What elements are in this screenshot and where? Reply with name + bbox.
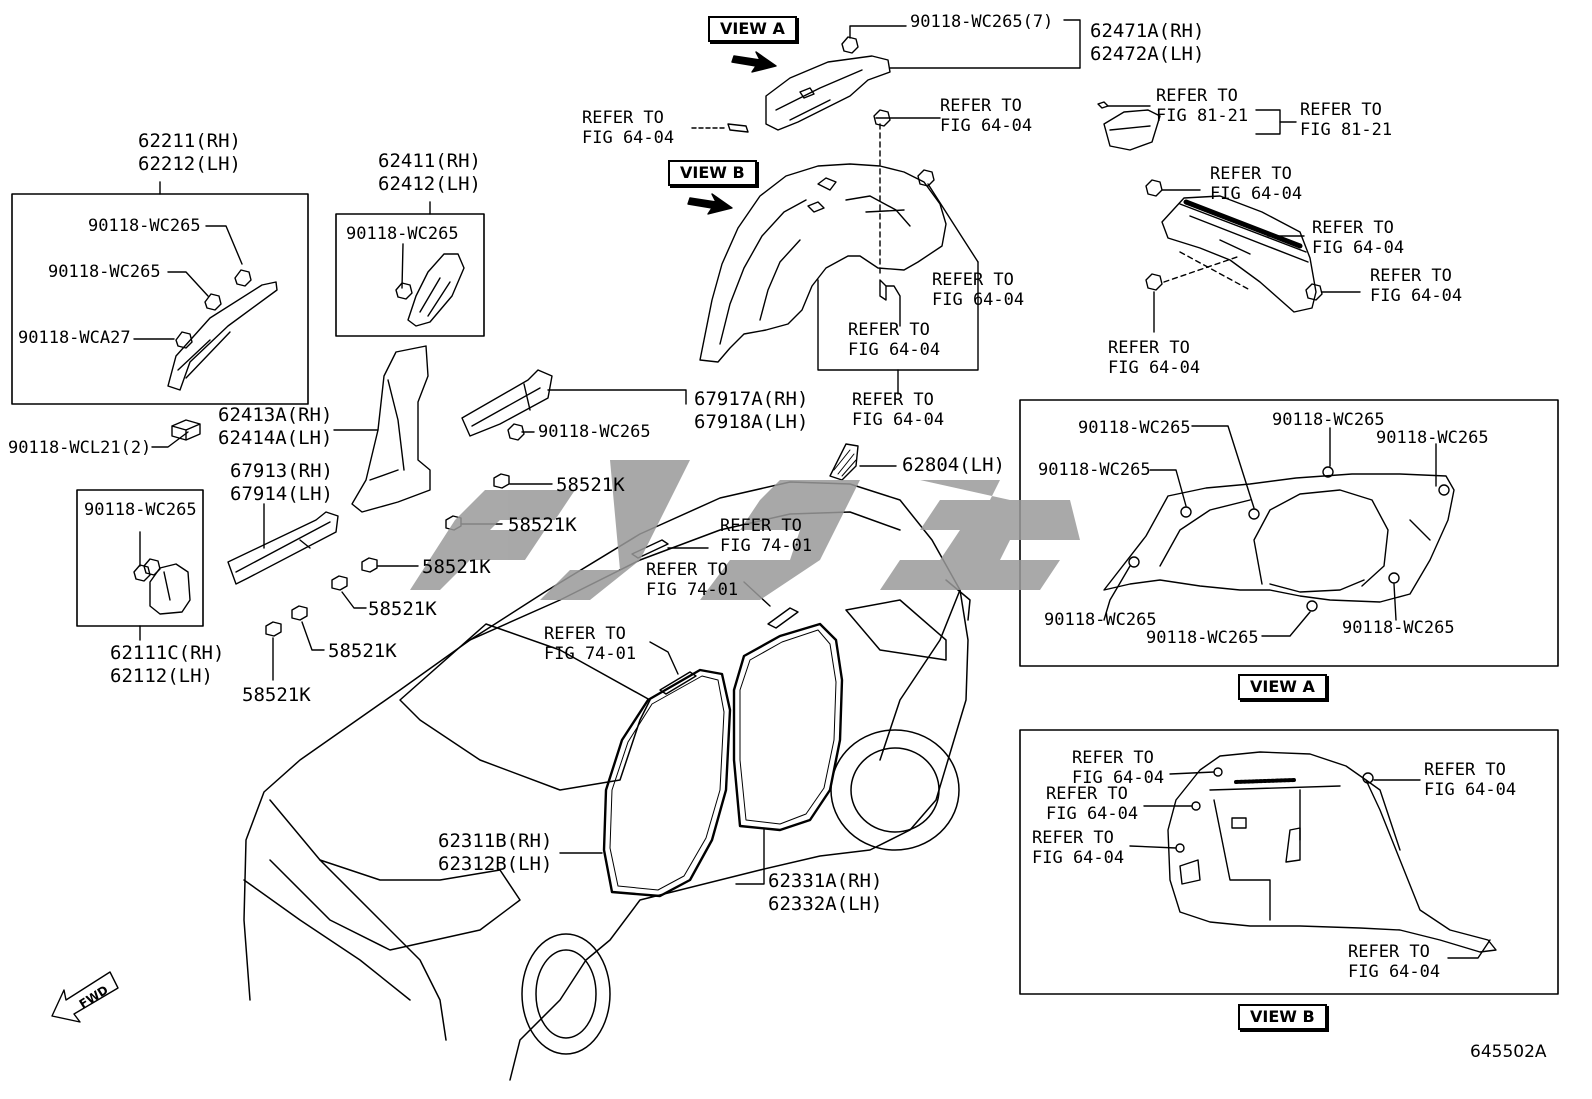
part-number-67917: 67917A(RH) 67918A(LH) bbox=[694, 388, 809, 433]
view-b-arrow-icon bbox=[687, 193, 733, 215]
part-62211-pillar-trim bbox=[167, 281, 278, 391]
clip-label-58521k: 58521K bbox=[508, 514, 577, 536]
clip-icon bbox=[873, 109, 891, 127]
view-a-tag: VIEW A bbox=[708, 16, 797, 42]
part-62411-trim bbox=[407, 253, 465, 327]
clip-icon bbox=[133, 558, 161, 582]
clip-label: 90118-WCL21(2) bbox=[8, 438, 152, 458]
part-number-62413: 62413A(RH) 62414A(LH) bbox=[218, 404, 333, 449]
bolt-label: 90118-WC265 bbox=[84, 500, 197, 520]
view-b-tag: VIEW B bbox=[668, 160, 757, 186]
refer-to-label: REFER TO FIG 64-04 bbox=[932, 270, 1025, 310]
refer-to-label: REFER TO FIG 64-04 bbox=[1348, 942, 1441, 982]
refer-to-label: REFER TO FIG 64-04 bbox=[1072, 748, 1165, 788]
refer-to-label: REFER TO FIG 64-04 bbox=[1312, 218, 1405, 258]
bolt-label: 90118-WC265(7) bbox=[910, 12, 1054, 32]
part-number-62804: 62804(LH) bbox=[902, 454, 1005, 476]
clip-icon bbox=[171, 419, 201, 441]
part-62111-kick-panel bbox=[149, 563, 191, 615]
part-62413-pillar bbox=[351, 345, 431, 513]
part-number-67913: 67913(RH) 67914(LH) bbox=[230, 460, 333, 505]
diagram-code: 645502A bbox=[1470, 1042, 1547, 1062]
refer-to-label: REFER TO FIG 64-04 bbox=[852, 390, 945, 430]
view-b-panel bbox=[1019, 729, 1559, 995]
part-62331-weatherstrip bbox=[732, 622, 844, 832]
refer-to-label: REFER TO FIG 64-04 bbox=[1032, 828, 1125, 868]
refer-to-label: REFER TO FIG 74-01 bbox=[720, 516, 813, 556]
part-number-62311: 62311B(RH) 62312B(LH) bbox=[438, 830, 553, 875]
bolt-label: 90118-WC265 bbox=[48, 262, 161, 282]
part-number-62411: 62411(RH) 62412(LH) bbox=[378, 150, 481, 195]
bolt-label: 90118-WCA27 bbox=[18, 328, 131, 348]
clip-icon bbox=[175, 269, 252, 349]
refer-to-label: REFER TO FIG 64-04 bbox=[848, 320, 941, 360]
clip-icon bbox=[917, 169, 935, 187]
view-a-arrow-icon bbox=[731, 51, 777, 73]
clip-icon bbox=[395, 282, 413, 300]
clip-icon bbox=[507, 423, 525, 441]
watermark-logo bbox=[410, 460, 1080, 600]
refer-to-label: REFER TO FIG 64-04 bbox=[582, 108, 675, 148]
fwd-arrow-icon bbox=[51, 971, 119, 1023]
view-b-trim-detail bbox=[1167, 751, 1497, 953]
bolt-label: 90118-WC265 bbox=[1146, 628, 1259, 648]
part-room-lamp bbox=[1097, 101, 1161, 151]
refer-to-label: REFER TO FIG 81-21 bbox=[1156, 86, 1249, 126]
part-back-door-trim bbox=[1161, 195, 1317, 313]
clip-label-58521k: 58521K bbox=[556, 474, 625, 496]
part-67913-sill bbox=[227, 511, 339, 585]
refer-to-label: REFER TO FIG 74-01 bbox=[544, 624, 637, 664]
part-number-62211: 62211(RH) 62212(LH) bbox=[138, 130, 241, 175]
refer-to-label: REFER TO FIG 64-04 bbox=[1370, 266, 1463, 306]
refer-to-label: REFER TO FIG 81-21 bbox=[1300, 100, 1393, 140]
refer-to-label: REFER TO FIG 64-04 bbox=[1108, 338, 1201, 378]
bolt-label: 90118-WC265 bbox=[1376, 428, 1489, 448]
clip-icon bbox=[841, 36, 859, 54]
part-62804-vent bbox=[829, 443, 859, 481]
refer-to-label: REFER TO FIG 74-01 bbox=[646, 560, 739, 600]
refer-to-label: REFER TO FIG 64-04 bbox=[1046, 784, 1139, 824]
part-quarter-trim-view-b bbox=[699, 163, 947, 363]
view-b-panel-tag: VIEW B bbox=[1238, 1004, 1327, 1030]
bolt-label: 90118-WC265 bbox=[1078, 418, 1191, 438]
bolt-label: 90118-WC265 bbox=[346, 224, 459, 244]
view-a-trim-detail bbox=[1103, 473, 1455, 603]
refer-to-label: REFER TO FIG 64-04 bbox=[940, 96, 1033, 136]
part-number-62331: 62331A(RH) 62332A(LH) bbox=[768, 870, 883, 915]
clip-label-58521k: 58521K bbox=[422, 556, 491, 578]
bolt-label: 90118-WC265 bbox=[1038, 460, 1151, 480]
view-a-panel-tag: VIEW A bbox=[1238, 674, 1327, 700]
refer-to-label: REFER TO FIG 64-04 bbox=[1424, 760, 1517, 800]
bolt-label: 90118-WC265 bbox=[88, 216, 201, 236]
part-62471-quarter-trim bbox=[765, 55, 891, 131]
bolt-label: 90118-WC265 bbox=[1342, 618, 1455, 638]
part-number-62111: 62111C(RH) 62112(LH) bbox=[110, 642, 225, 687]
bolt-label: 90118-WC265 bbox=[538, 422, 651, 442]
clip-label-58521k: 58521K bbox=[242, 684, 311, 706]
clip-icon bbox=[1305, 283, 1323, 301]
bolt-label: 90118-WC265 bbox=[1272, 410, 1385, 430]
clip-label-58521k: 58521K bbox=[368, 598, 437, 620]
part-67917-sill bbox=[461, 369, 553, 437]
clip-label-58521k: 58521K bbox=[328, 640, 397, 662]
clip-icon bbox=[1145, 273, 1163, 291]
refer-to-label: REFER TO FIG 64-04 bbox=[1210, 164, 1303, 204]
clip-icon bbox=[1145, 179, 1163, 197]
box-62411 bbox=[335, 213, 485, 337]
part-number-62471: 62471A(RH) 62472A(LH) bbox=[1090, 20, 1205, 65]
part-62311-weatherstrip bbox=[602, 668, 732, 898]
bolt-label: 90118-WC265 bbox=[1044, 610, 1157, 630]
clip-hole-icon bbox=[1128, 466, 1450, 612]
